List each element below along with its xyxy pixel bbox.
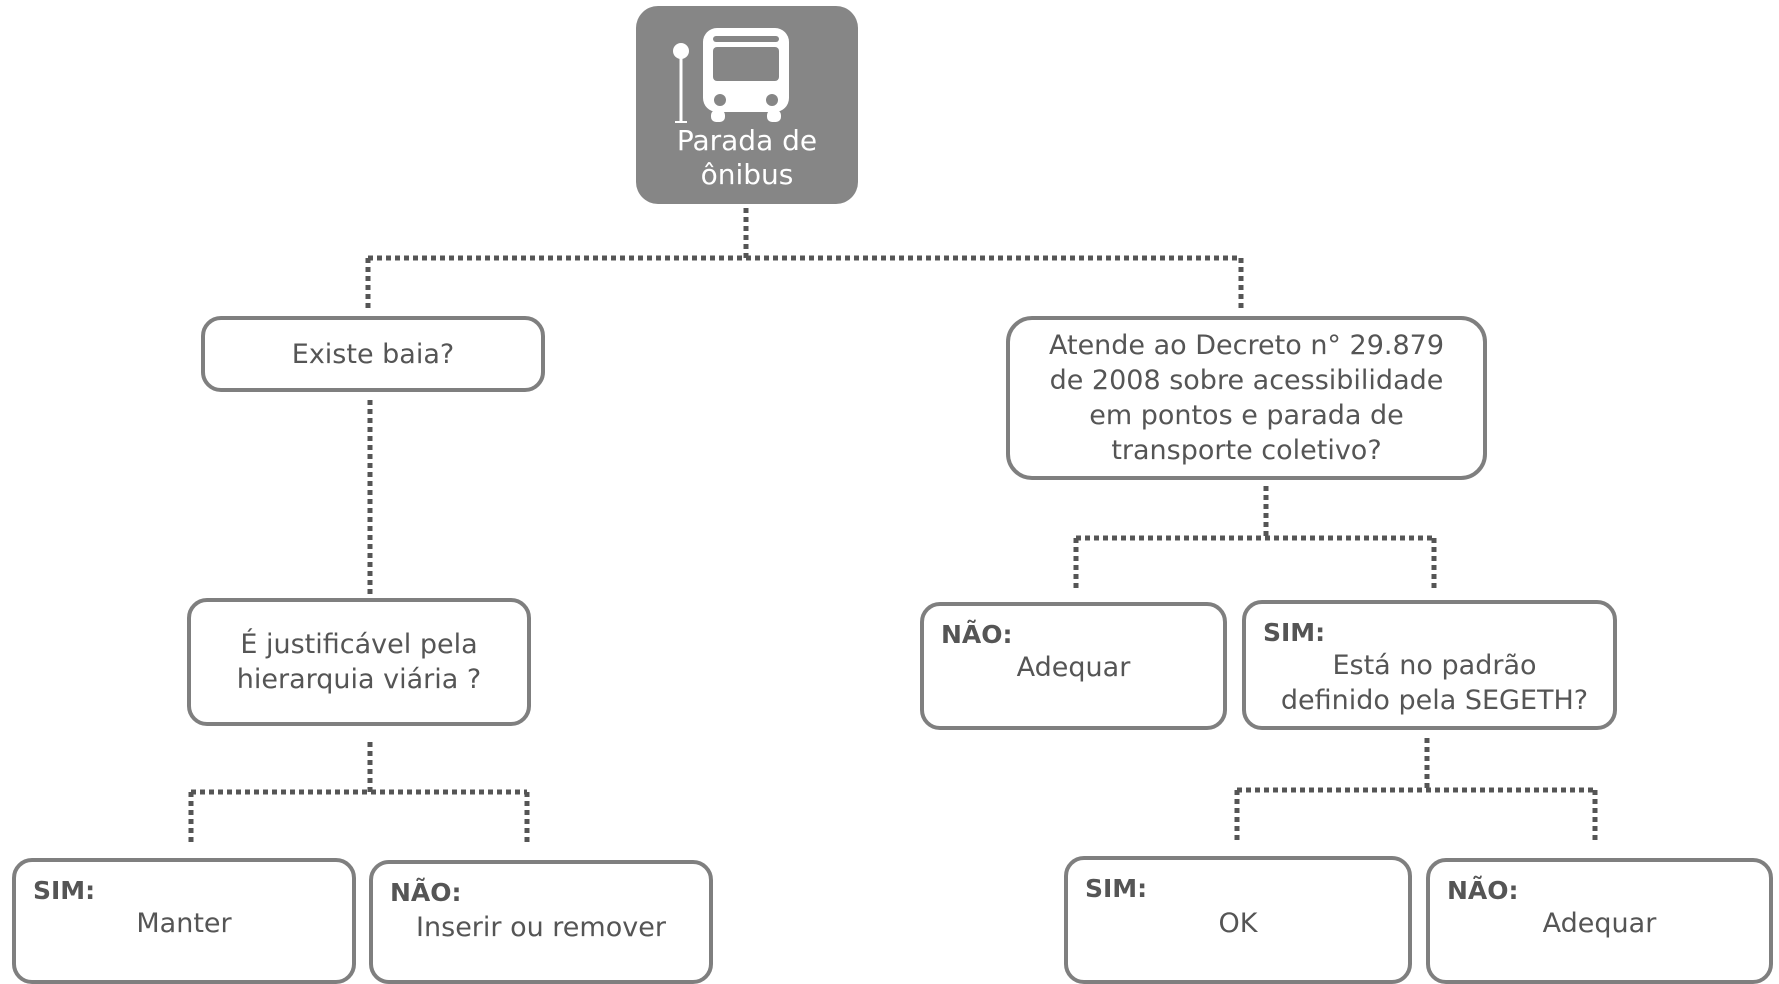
answer-nao-label: NÃO:: [941, 620, 1013, 649]
answer-sim-segeth-text: Está no padrão definido pela SEGETH?: [1280, 650, 1589, 716]
answer-nao-adequar: NÃO: Adequar: [920, 602, 1227, 730]
answer-nao-inserir-remover: NÃO: Inserir ou remover: [369, 860, 713, 984]
root-label: Parada de ônibus: [676, 124, 818, 191]
answer-sim-label: SIM:: [1085, 874, 1148, 903]
answer-sim-value: OK: [1218, 908, 1258, 939]
answer-nao-value: Adequar: [1542, 908, 1657, 939]
answer-sim-label: SIM:: [33, 876, 96, 905]
root-node-bus-stop: Parada de ônibus: [636, 6, 858, 204]
question-justificavel-text: É justificável pela hierarquia viária ?: [236, 629, 482, 695]
question-justificavel: É justificável pela hierarquia viária ?: [187, 598, 531, 726]
answer-sim-ok: SIM: OK: [1064, 856, 1412, 984]
answer-sim-label: SIM:: [1263, 618, 1326, 647]
answer-sim-value: Manter: [136, 908, 232, 939]
answer-nao-adequar-segeth: NÃO: Adequar: [1426, 858, 1773, 984]
answer-nao-value: Inserir ou remover: [416, 912, 666, 943]
answer-sim-segeth: SIM: Está no padrão definido pela SEGETH…: [1242, 600, 1617, 730]
answer-nao-value: Adequar: [1016, 652, 1131, 683]
answer-nao-label: NÃO:: [1447, 876, 1519, 905]
answer-nao-label: NÃO:: [390, 878, 462, 907]
question-decreto-text: Atende ao Decreto n° 29.879 de 2008 sobr…: [1048, 330, 1444, 466]
question-existe-baia-text: Existe baia?: [291, 338, 455, 370]
answer-sim-manter: SIM: Manter: [12, 858, 356, 984]
question-existe-baia: Existe baia?: [201, 316, 545, 392]
question-decreto: Atende ao Decreto n° 29.879 de 2008 sobr…: [1006, 316, 1487, 480]
bus-stop-icon: [673, 28, 789, 123]
